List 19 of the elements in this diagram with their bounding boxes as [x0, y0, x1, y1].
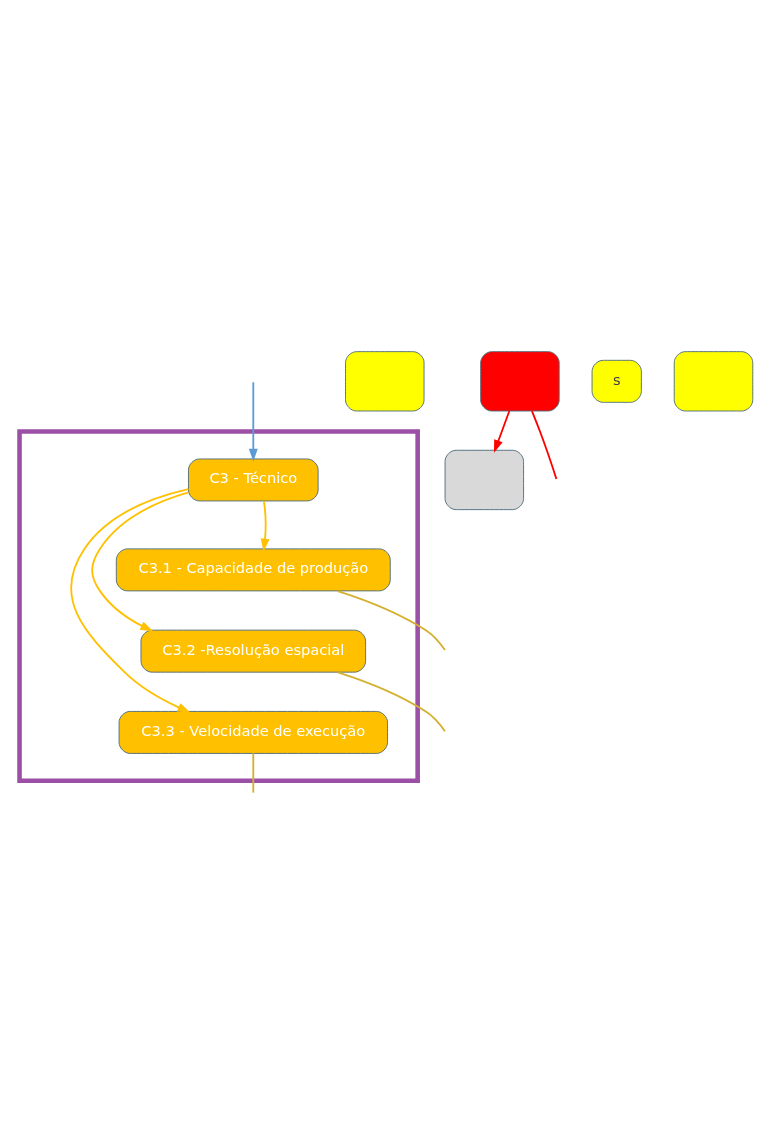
- cluster: [17, 428, 420, 783]
- connector: [336, 589, 446, 651]
- connector: [336, 670, 446, 732]
- connector: [531, 409, 558, 480]
- node-box: C3.3 - Velocidade de execução: [118, 710, 388, 754]
- arrow: [248, 380, 258, 462]
- arrow: [260, 499, 270, 551]
- node-box: [345, 350, 425, 411]
- node-box: [673, 350, 754, 411]
- node-box: C3.2 -Resolução espacial: [140, 629, 367, 673]
- node-box: C3 - Técnico: [188, 458, 319, 501]
- node-box: s: [591, 359, 642, 403]
- node-box: [444, 449, 525, 510]
- arrow: [91, 491, 190, 631]
- arrow: [70, 487, 191, 712]
- node-box: [480, 350, 560, 411]
- arrow: [493, 409, 511, 453]
- node-box: C3.1 - Capacidade de produção: [115, 547, 391, 591]
- connector: [252, 752, 255, 794]
